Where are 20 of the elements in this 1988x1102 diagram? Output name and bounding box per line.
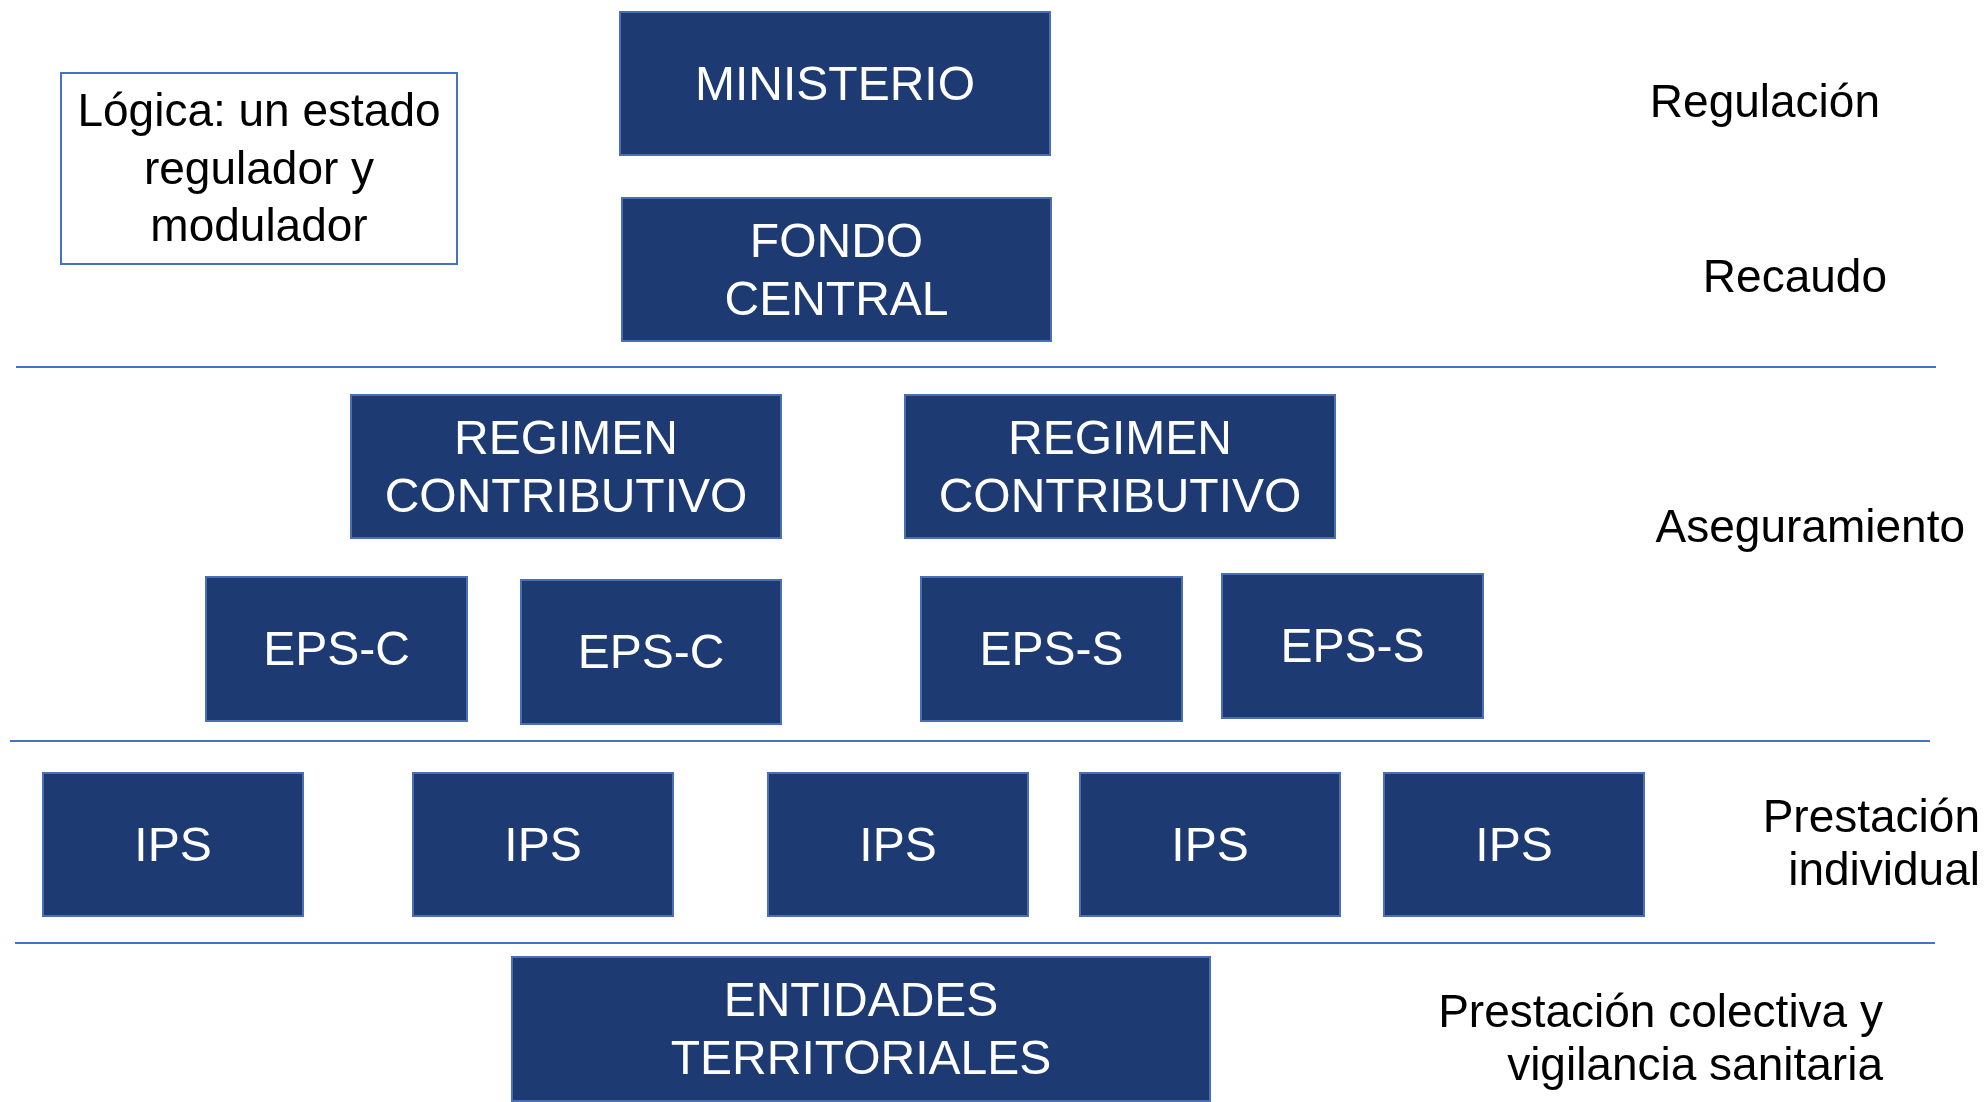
level-box: IPS <box>767 772 1029 917</box>
level-label: Prestación individual <box>1761 790 1980 896</box>
level-label: Prestación colectiva y vigilancia sanitaria <box>1437 985 1883 1091</box>
level-label: Regulación <box>1648 75 1880 128</box>
level-box: REGIMEN CONTRIBUTIVO <box>350 394 782 539</box>
level-box: IPS <box>42 772 304 917</box>
level-box: IPS <box>1383 772 1645 917</box>
level-box: ENTIDADES TERRITORIALES <box>511 956 1211 1102</box>
level-box: FONDO CENTRAL <box>621 197 1052 342</box>
level-box: IPS <box>412 772 674 917</box>
level-box: EPS-C <box>205 576 468 722</box>
level-label: Recaudo <box>1701 250 1887 303</box>
level-box: REGIMEN CONTRIBUTIVO <box>904 394 1336 539</box>
level-label: Aseguramiento <box>1654 500 1965 553</box>
level-box: EPS-S <box>920 576 1183 722</box>
level-box: EPS-S <box>1221 573 1484 719</box>
level-box: EPS-C <box>520 579 782 725</box>
note-box: Lógica: un estado regulador y modulador <box>60 72 458 265</box>
level-box: IPS <box>1079 772 1341 917</box>
level-box: MINISTERIO <box>619 11 1051 156</box>
